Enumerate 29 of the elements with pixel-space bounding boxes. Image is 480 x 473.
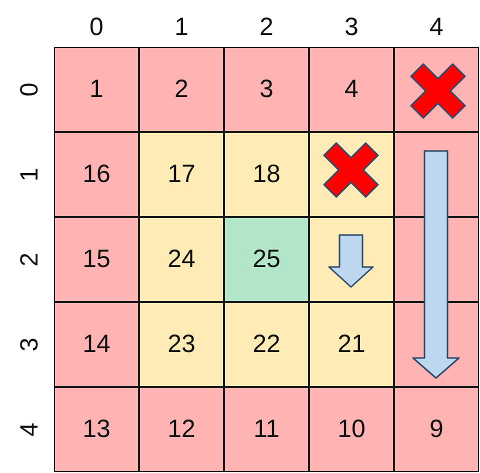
column-header: 4 [430,14,444,40]
grid-cell: 23 [139,302,224,387]
grid-cell: 3 [224,47,309,132]
grid-cell: 21 [309,302,394,387]
row-header: 0 [17,82,42,96]
column-header: 1 [174,14,188,40]
grid-cell: 13 [54,387,139,472]
grid-cell: 17 [139,132,224,217]
grid-cell: 25 [224,217,309,302]
grid-cell: 14 [54,302,139,387]
grid-cell: 2 [139,47,224,132]
grid-cell: 22 [224,302,309,387]
grid-cell: 10 [309,387,394,472]
row-header: 3 [17,338,42,352]
row-header: 2 [17,252,42,266]
grid-cell: 16 [54,132,139,217]
grid-cell: 4 [309,47,394,132]
grid-cell: 24 [139,217,224,302]
grid-cell: 15 [54,217,139,302]
column-header: 2 [260,14,274,40]
grid-cell: 1 [54,47,139,132]
grid-cell: 11 [224,387,309,472]
row-header: 4 [17,422,42,436]
column-header: 3 [344,14,358,40]
grid-cell: 9 [394,387,479,472]
row-header: 1 [17,168,42,182]
column-header: 0 [90,14,104,40]
grid-cell: 12 [139,387,224,472]
grid-cell: 18 [224,132,309,217]
